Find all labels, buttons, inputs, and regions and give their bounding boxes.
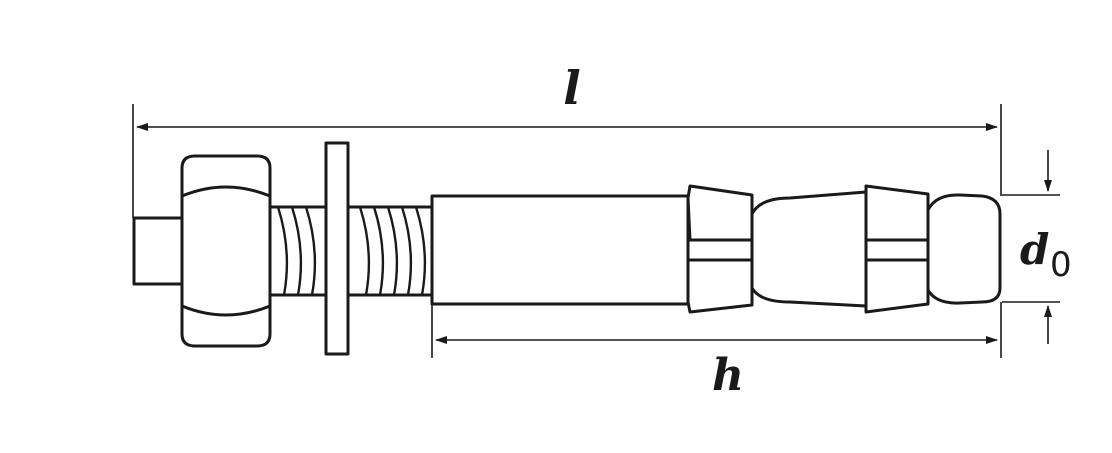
hex-nut <box>180 154 272 348</box>
expansion-clip-2 <box>864 184 930 314</box>
embed-label: h <box>712 350 744 401</box>
rod-end <box>132 216 184 286</box>
length-label: l <box>563 61 580 115</box>
diameter-subscript: 0 <box>1050 245 1072 285</box>
diameter-label: d <box>1020 225 1049 274</box>
end-cap <box>926 193 1002 305</box>
sleeve-body <box>430 194 690 306</box>
washer <box>324 141 350 356</box>
expansion-clip-1 <box>686 184 754 314</box>
threaded-section <box>266 205 434 297</box>
expansion-cone <box>750 190 868 308</box>
